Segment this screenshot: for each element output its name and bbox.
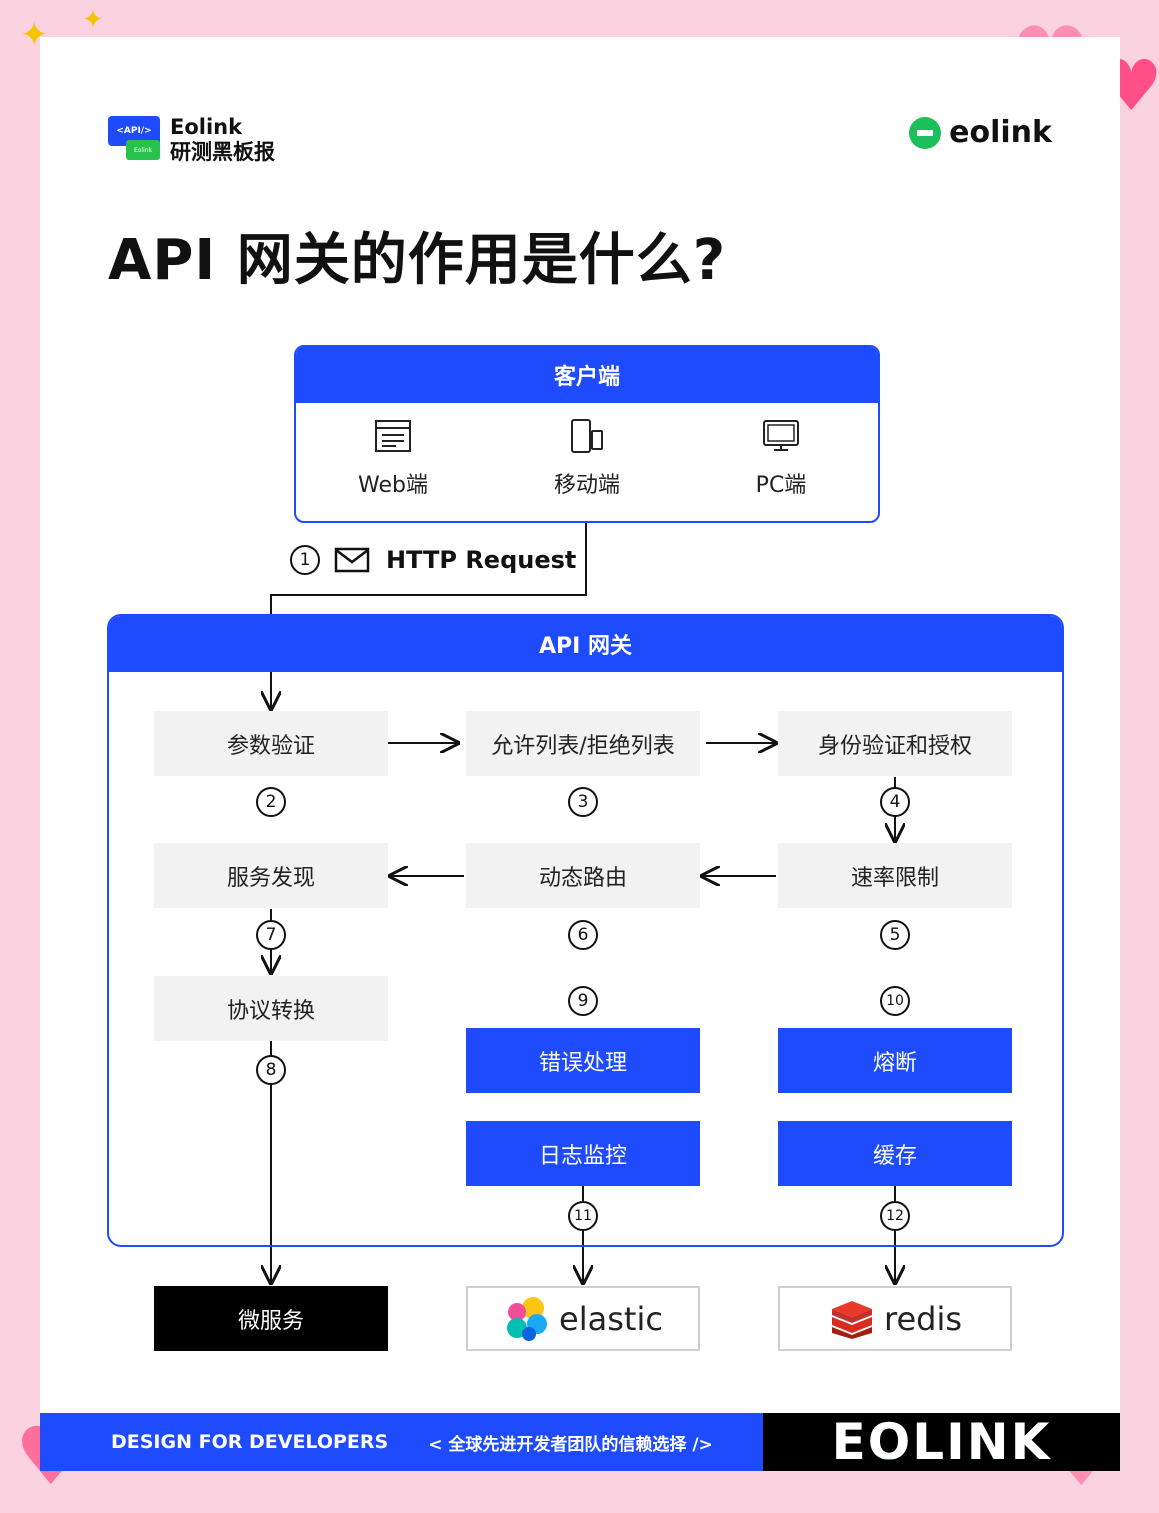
step-auth: 身份验证和授权 <box>778 711 1012 776</box>
step-number: 12 <box>880 1201 910 1231</box>
elastic-logo-icon <box>507 1296 548 1341</box>
step-cache: 缓存 <box>778 1121 1012 1186</box>
api-badge-icon: <API/> Eolink <box>108 116 160 164</box>
elastic-text: elastic <box>559 1299 663 1338</box>
poster-card: <API/> Eolink Eolink 研测黑板报 eolink API 网关… <box>40 37 1120 1471</box>
browser-window-icon <box>375 420 411 452</box>
client-mobile: 移动端 <box>497 419 677 499</box>
clients-panel: 客户端 Web端 移动端 <box>294 345 880 523</box>
step-param-validation: 参数验证 <box>154 711 388 776</box>
client-label: Web端 <box>358 473 428 498</box>
elastic-box: elastic <box>466 1286 700 1351</box>
footer-brand: EOLINK <box>763 1413 1120 1471</box>
step-number: 9 <box>568 986 598 1016</box>
mobile-devices-icon <box>571 419 603 453</box>
eolink-mark-icon <box>909 116 942 149</box>
page-title: API 网关的作用是什么? <box>108 228 727 293</box>
step-service-discovery: 服务发现 <box>154 843 388 908</box>
step-error-handling: 错误处理 <box>466 1028 700 1093</box>
step-number: 1 <box>290 545 320 575</box>
step-number: 11 <box>568 1201 598 1231</box>
step-number: 5 <box>880 920 910 950</box>
step-number: 7 <box>256 920 286 950</box>
step-log-monitoring: 日志监控 <box>466 1121 700 1186</box>
desktop-monitor-icon <box>763 420 799 451</box>
step-number: 2 <box>256 787 286 817</box>
eolink-brand-logo: <API/> Eolink Eolink 研测黑板报 <box>108 115 275 165</box>
step-dynamic-routing: 动态路由 <box>466 843 700 908</box>
redis-text: redis <box>883 1299 962 1338</box>
step-number: 6 <box>568 920 598 950</box>
footer-slogan: DESIGN FOR DEVELOPERS <box>111 1431 389 1453</box>
client-label: PC端 <box>755 473 807 498</box>
eolink-right-logo: eolink <box>909 115 1052 150</box>
step-rate-limit: 速率限制 <box>778 843 1012 908</box>
footer-tagline: < 全球先进开发者团队的信赖选择 /> <box>428 1434 713 1455</box>
step-protocol-conversion: 协议转换 <box>154 976 388 1041</box>
brand-name-en: Eolink <box>170 115 243 139</box>
step-number: 3 <box>568 787 598 817</box>
footer-bar: DESIGN FOR DEVELOPERS < 全球先进开发者团队的信赖选择 /… <box>40 1413 1120 1471</box>
step-number: 10 <box>880 986 910 1016</box>
microservices-box: 微服务 <box>154 1286 388 1351</box>
step-allow-deny-list: 允许列表/拒绝列表 <box>466 711 700 776</box>
brand-name-cn: 研测黑板报 <box>170 140 275 164</box>
client-label: 移动端 <box>553 473 620 498</box>
envelope-icon <box>334 547 370 573</box>
step-number: 8 <box>256 1055 286 1085</box>
step-number: 4 <box>880 787 910 817</box>
http-request-label: 1 HTTP Request <box>290 545 576 575</box>
http-request-text: HTTP Request <box>386 546 577 574</box>
api-gateway-panel: API 网关 <box>107 614 1064 1247</box>
client-web: Web端 <box>303 419 483 499</box>
gateway-header: API 网关 <box>109 616 1062 672</box>
redis-logo-icon <box>831 1300 872 1339</box>
redis-box: redis <box>778 1286 1012 1351</box>
client-pc: PC端 <box>691 419 871 499</box>
sparkle-decoration: ✦ <box>82 5 104 35</box>
step-circuit-breaker: 熔断 <box>778 1028 1012 1093</box>
clients-header: 客户端 <box>296 347 878 403</box>
